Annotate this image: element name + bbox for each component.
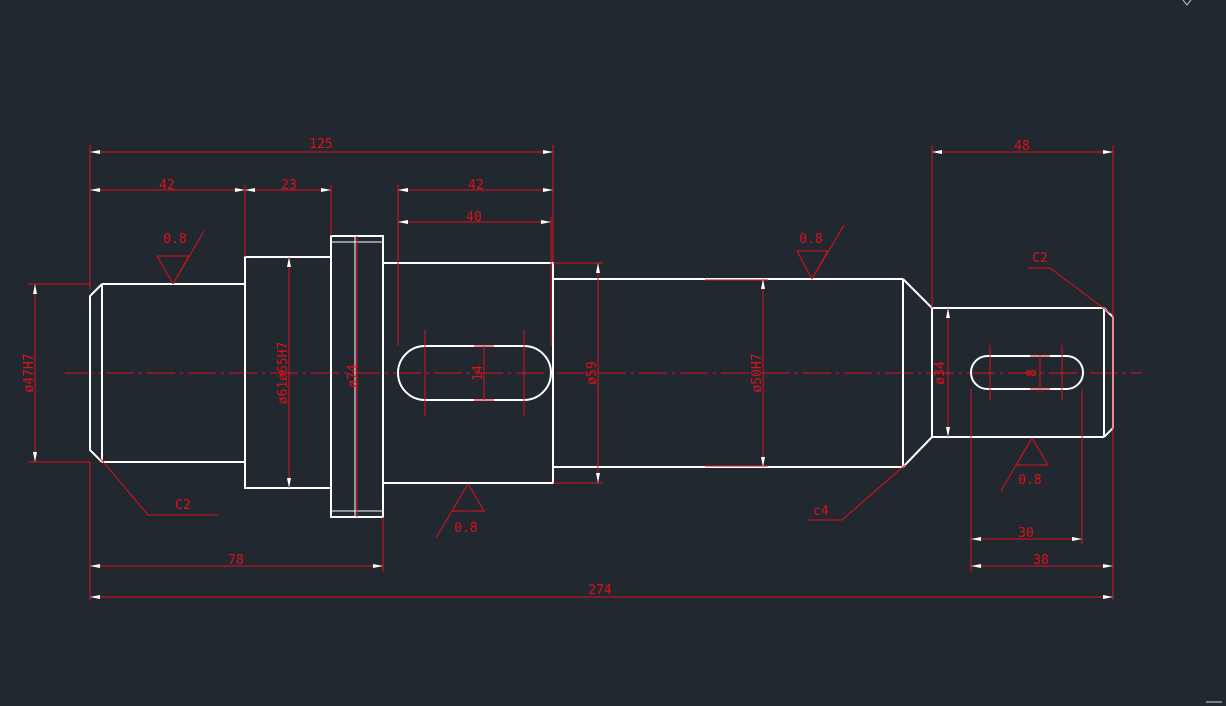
roughness-symbol-collar — [435, 483, 485, 539]
roughness-symbol-right — [1000, 437, 1049, 492]
tapered-shoulder — [902, 278, 933, 468]
dim-label-23: 23 — [281, 178, 297, 193]
chevron-down-icon[interactable] — [1182, 0, 1192, 6]
chamfer-label-right: C2 — [1032, 251, 1048, 266]
dim-label-42-left: 42 — [159, 178, 175, 193]
dim-label-78: 78 — [228, 553, 244, 568]
dim-label-125: 125 — [309, 137, 332, 152]
dim-label-keyway-8: 8 — [1025, 369, 1040, 377]
dim-label-38: 38 — [1033, 553, 1049, 568]
roughness-label-left: 0.8 — [163, 232, 186, 247]
dim-label-dia-61-65h7: ø61ø65H7 — [276, 342, 291, 405]
dim-label-274: 274 — [588, 583, 612, 598]
dimension-lines — [28, 145, 1114, 600]
roughness-symbol-left — [157, 230, 205, 285]
roughness-label-right: 0.8 — [1018, 473, 1041, 488]
dimension-labels: 125 42 23 42 40 48 78 274 30 38 ø47H7 ø6… — [22, 137, 1049, 598]
dim-label-dia-59: ø59 — [585, 361, 600, 384]
roughness-label-middle: 0.8 — [799, 232, 822, 247]
roughness-label-collar: 0.8 — [454, 521, 477, 536]
keyed-section — [382, 262, 554, 484]
chamfer-label-left: C2 — [175, 498, 191, 513]
dim-label-40: 40 — [466, 210, 482, 225]
shaft-outline — [89, 235, 1114, 518]
dim-label-dia-50h7: ø50H7 — [750, 353, 765, 392]
chamfer-label-shoulder: c4 — [813, 504, 829, 519]
dim-label-42-right: 42 — [468, 178, 484, 193]
roughness-symbol-middle — [797, 224, 845, 280]
left-end-chamfer — [89, 283, 103, 463]
right-keyway-slot — [970, 355, 1084, 390]
roughness-symbols — [156, 224, 1049, 539]
dim-label-48: 48 — [1014, 139, 1030, 154]
dim-label-30: 30 — [1018, 526, 1034, 541]
dim-label-dia-74: ø74 — [346, 364, 361, 388]
dim-label-dia-47h7: ø47H7 — [22, 353, 37, 392]
dim-label-dia-34: ø34 — [933, 361, 948, 385]
dim-label-keyway-14: 14 — [471, 365, 486, 381]
